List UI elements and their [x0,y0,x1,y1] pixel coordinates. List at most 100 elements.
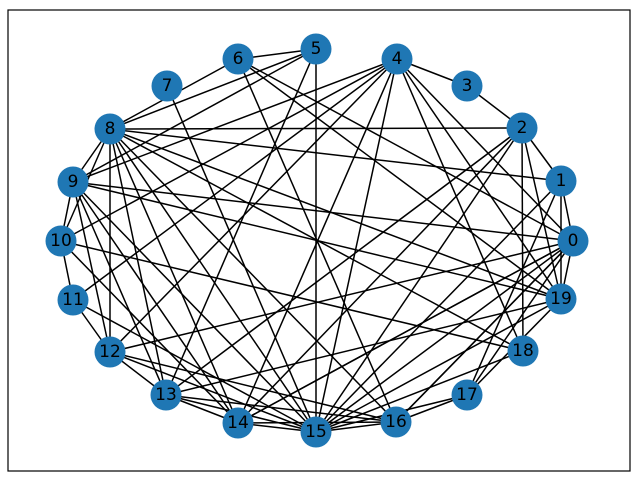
node-circle [94,336,126,368]
node-6: 6 [222,43,254,75]
edge-0-6 [237,58,574,242]
edge-13-16 [165,394,397,423]
edge-0-17 [466,240,574,396]
node-circle [507,335,539,367]
edge-4-15 [315,58,398,433]
edge-1-15 [315,180,562,433]
node-circle [300,416,332,448]
edge-8-14 [109,128,239,424]
node-label: 9 [68,172,79,192]
node-12: 12 [94,336,126,368]
node-circle [545,283,577,315]
node-circle [45,225,77,257]
edge-13-19 [165,298,562,396]
node-label: 5 [311,39,322,59]
edge-4-9 [72,58,398,183]
edge-2-15 [315,127,523,433]
edge-16-0 [395,240,574,423]
node-circle [451,70,483,102]
edge-15-18 [315,350,524,433]
edge-4-10 [60,58,398,242]
node-1: 1 [545,165,577,197]
edge-9-19 [72,181,562,300]
node-label: 19 [550,289,572,309]
node-11: 11 [57,284,89,316]
node-circle [380,406,412,438]
node-label: 14 [227,413,249,433]
node-circle [57,166,89,198]
edge-8-13 [109,128,167,396]
node-circle [381,43,413,75]
edge-8-16 [109,128,397,423]
edge-0-9 [72,181,574,242]
node-label: 17 [456,385,478,405]
node-0: 0 [557,225,589,257]
edge-15-19 [315,298,562,433]
node-label: 18 [512,341,534,361]
edge-10-18 [60,240,524,352]
edge-8-15 [109,128,317,433]
node-circle [506,112,538,144]
edge-4-18 [396,58,524,352]
edge-2-14 [237,127,523,424]
edge-5-8 [109,48,317,130]
edge-14-0 [237,240,574,424]
node-label: 4 [392,49,403,69]
node-label: 11 [62,290,84,310]
edge-6-19 [237,58,562,300]
node-label: 13 [155,385,177,405]
node-circle [150,379,182,411]
node-label: 7 [162,76,173,96]
node-label: 0 [568,231,579,251]
edge-4-0 [396,58,574,242]
edge-0-15 [315,240,574,433]
edge-11-15 [72,299,317,433]
node-circle [57,284,89,316]
node-15: 15 [300,416,332,448]
node-14: 14 [222,407,254,439]
node-17: 17 [451,379,483,411]
edge-7-15 [166,85,317,433]
node-4: 4 [381,43,413,75]
node-5: 5 [300,33,332,65]
node-18: 18 [507,335,539,367]
edge-12-15 [109,351,317,433]
edge-2-13 [165,127,523,396]
edge-1-8 [109,128,562,182]
node-circle [94,113,126,145]
edge-9-14 [72,181,239,424]
node-circle [300,33,332,65]
node-7: 7 [151,70,183,102]
node-label: 15 [305,422,327,442]
node-label: 6 [233,49,244,69]
node-label: 12 [99,342,121,362]
node-label: 3 [462,76,473,96]
node-circle [451,379,483,411]
edge-5-9 [72,48,317,183]
node-label: 16 [385,412,407,432]
node-circle [222,407,254,439]
node-3: 3 [451,70,483,102]
edge-9-15 [72,181,317,433]
edge-10-14 [60,240,239,424]
node-label: 10 [50,231,72,251]
node-16: 16 [380,406,412,438]
node-circle [151,70,183,102]
node-10: 10 [45,225,77,257]
edge-2-19 [521,127,562,300]
node-circle [545,165,577,197]
edge-9-12 [72,181,111,353]
node-9: 9 [57,166,89,198]
edge-4-19 [396,58,562,300]
edge-8-19 [109,128,562,300]
node-label: 2 [517,118,528,138]
edge-2-18 [521,127,524,352]
node-circle [222,43,254,75]
node-label: 1 [556,171,567,191]
edge-9-13 [72,181,167,396]
edge-12-16 [109,351,397,423]
node-2: 2 [506,112,538,144]
node-13: 13 [150,379,182,411]
